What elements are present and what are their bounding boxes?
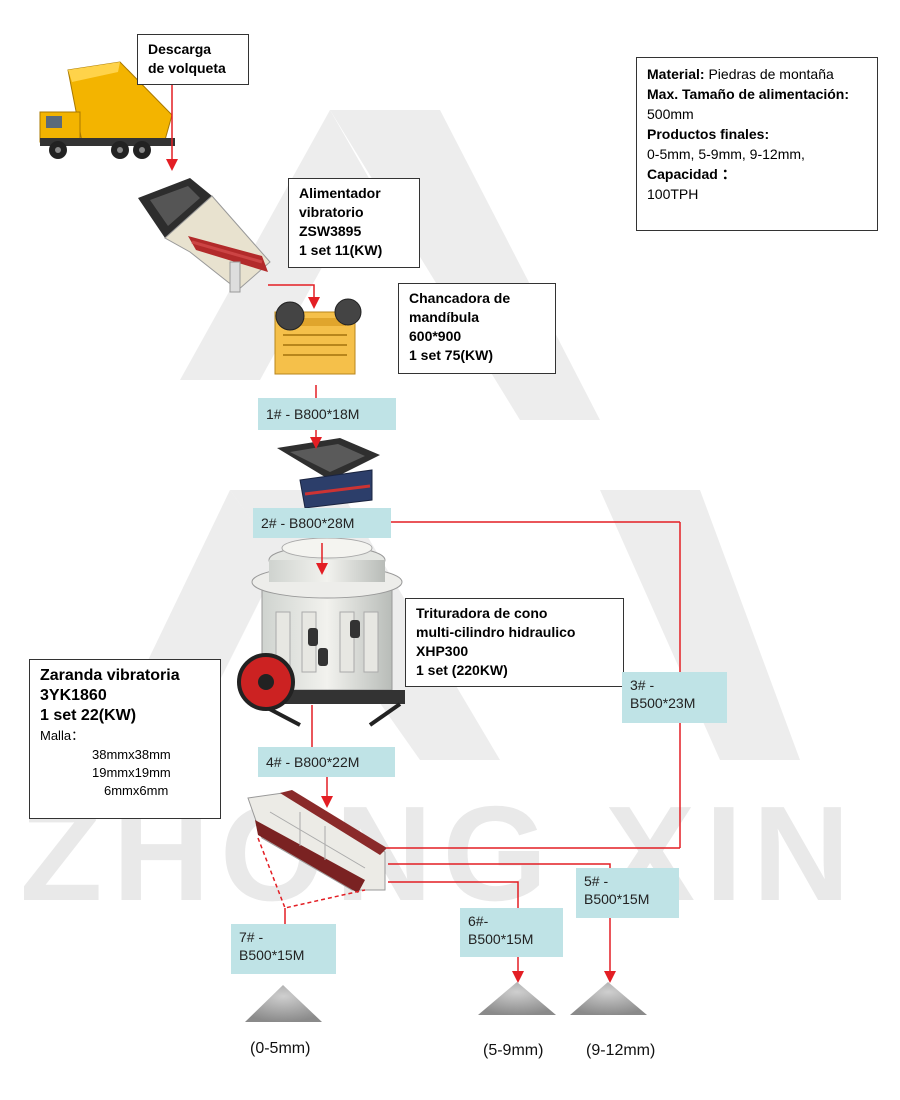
max-feed-label: Max. Tamaño de alimentación:: [647, 86, 850, 102]
feeder-line-3: ZSW3895: [299, 223, 362, 239]
conveyor-6-line-2: B500*15M: [468, 931, 534, 947]
mesh-3: 6mmx6mm: [104, 783, 169, 798]
screen-line-3: 1 set 22(KW): [40, 707, 137, 724]
conveyor-4-label: 4# - B800*22M: [258, 747, 395, 777]
vibrating-screen-image: [247, 790, 387, 893]
cone-line-4: 1 set (220KW): [416, 662, 508, 678]
product-0-5mm: (0-5mm): [250, 1040, 311, 1057]
conveyor-3-line-2: B500*23M: [630, 695, 696, 711]
jaw-crusher-image: [274, 298, 362, 375]
material-label: Material:: [647, 66, 705, 82]
conveyor-3-label: 3# - B500*23M: [622, 672, 727, 723]
product-9-12mm: (9-12mm): [586, 1042, 656, 1059]
product-5-9mm: (5-9mm): [483, 1042, 544, 1059]
screen-line-2: 3YK1860: [40, 687, 107, 704]
products-value: 0-5mm, 5-9mm, 9-12mm,: [647, 146, 805, 162]
capacity-label: Capacidad ：: [647, 166, 736, 182]
material-value: Piedras de montaña: [708, 66, 834, 82]
jaw-crusher-label: Chancadora de mandíbula 600*900 1 set 75…: [398, 283, 556, 374]
conveyor-7-line-1: 7# -: [239, 929, 264, 945]
screen-label: Zaranda vibratoria 3YK1860 1 set 22(KW) …: [29, 659, 221, 819]
stockpile-0-5mm: [245, 985, 322, 1022]
dump-line-1: Descarga: [148, 41, 212, 57]
jaw-line-2: mandíbula: [409, 309, 480, 325]
feeder-line-4: 1 set 11(KW): [299, 242, 383, 258]
cone-crusher-image: [237, 537, 405, 727]
conveyor-2-label: 2# - B800*28M: [253, 508, 391, 538]
dump-line-2: de volqueta: [148, 60, 226, 76]
feeder-line-2: vibratorio: [299, 204, 364, 220]
stockpile-5-9mm: [478, 982, 556, 1015]
mesh-label: Malla：: [40, 728, 85, 743]
cone-line-1: Trituradora de cono: [416, 605, 548, 621]
cone-line-2: multi-cilindro hidraulico: [416, 624, 576, 640]
jaw-line-4: 1 set 75(KW): [409, 347, 494, 363]
feeder-line-1: Alimentador: [299, 185, 381, 201]
mesh-1: 38mmx38mm: [92, 747, 171, 762]
screen-line-1: Zaranda vibratoria: [40, 667, 180, 684]
vibrating-feeder-image: [138, 178, 271, 293]
dump-truck-image: [39, 61, 175, 159]
conveyor-6-line-1: 6#-: [468, 913, 489, 929]
feeder-label: Alimentador vibratorio ZSW3895 1 set 11(…: [288, 178, 420, 268]
capacity-value: 100TPH: [647, 186, 699, 202]
project-info-box: Material: Piedras de montaña Max. Tamaño…: [636, 57, 878, 231]
products-label: Productos finales:: [647, 126, 770, 142]
jaw-line-3: 600*900: [409, 328, 462, 344]
conveyor-6-label: 6#- B500*15M: [460, 908, 563, 957]
conveyor-1-label: 1# - B800*18M: [258, 398, 396, 430]
conveyor-5-line-2: B500*15M: [584, 891, 650, 907]
mesh-2: 19mmx19mm: [92, 765, 171, 780]
conveyor-7-line-2: B500*15M: [239, 947, 305, 963]
conveyor-3-line-1: 3# -: [630, 677, 655, 693]
conveyor-5-label: 5# - B500*15M: [576, 868, 679, 918]
cone-line-3: XHP300: [416, 643, 469, 659]
stockpile-9-12mm: [570, 982, 647, 1015]
max-feed-value: 500mm: [647, 106, 694, 122]
hopper-feeder-image: [277, 438, 380, 509]
dump-truck-label: Descarga de volqueta: [137, 34, 249, 85]
jaw-line-1: Chancadora de: [409, 290, 511, 306]
cone-crusher-label: Trituradora de cono multi-cilindro hidra…: [405, 598, 624, 687]
conveyor-7-label: 7# - B500*15M: [231, 924, 336, 974]
conveyor-5-line-1: 5# -: [584, 873, 609, 889]
